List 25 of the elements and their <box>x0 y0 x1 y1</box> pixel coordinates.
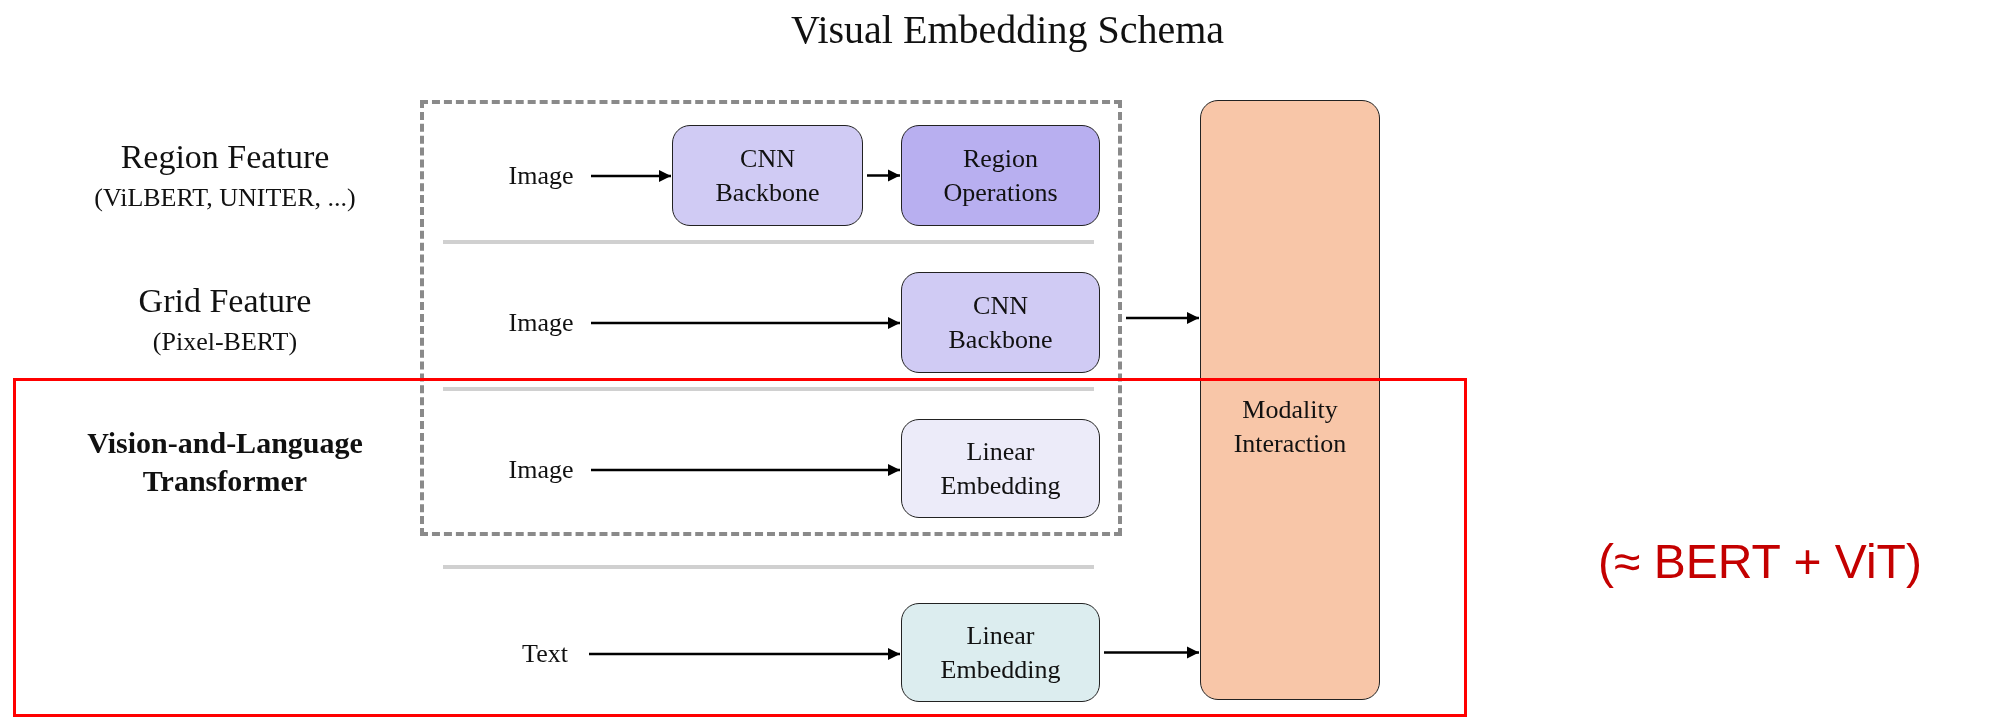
diagram-title: Visual Embedding Schema <box>789 6 1226 53</box>
arrow <box>591 317 900 329</box>
process-box: Region Operations <box>901 125 1100 226</box>
model-examples: (Pixel-BERT) <box>151 326 299 358</box>
row-heading: Region Feature <box>119 137 331 177</box>
input-label: Image <box>495 305 587 341</box>
row-heading: Vision-and-Language Transformer <box>86 425 364 499</box>
process-box: Linear Embedding <box>901 419 1100 518</box>
process-box: Linear Embedding <box>901 603 1100 702</box>
model-examples: (ViLBERT, UNITER, ...) <box>93 182 357 214</box>
process-box: CNN Backbone <box>672 125 863 226</box>
arrow <box>591 170 671 182</box>
arrow <box>1126 312 1199 324</box>
input-label: Text <box>505 636 585 672</box>
row-heading: Grid Feature <box>137 281 313 321</box>
process-box: Modality Interaction <box>1200 100 1380 700</box>
input-label: Image <box>495 158 587 194</box>
arrow <box>1104 646 1199 659</box>
dashed-group-frame <box>420 100 1122 536</box>
arrow <box>867 169 900 182</box>
arrow <box>589 648 900 660</box>
input-label: Image <box>495 452 587 488</box>
annotation-text: (≈ BERT + ViT) <box>1597 534 1923 590</box>
arrow <box>591 464 900 476</box>
process-box: CNN Backbone <box>901 272 1100 373</box>
